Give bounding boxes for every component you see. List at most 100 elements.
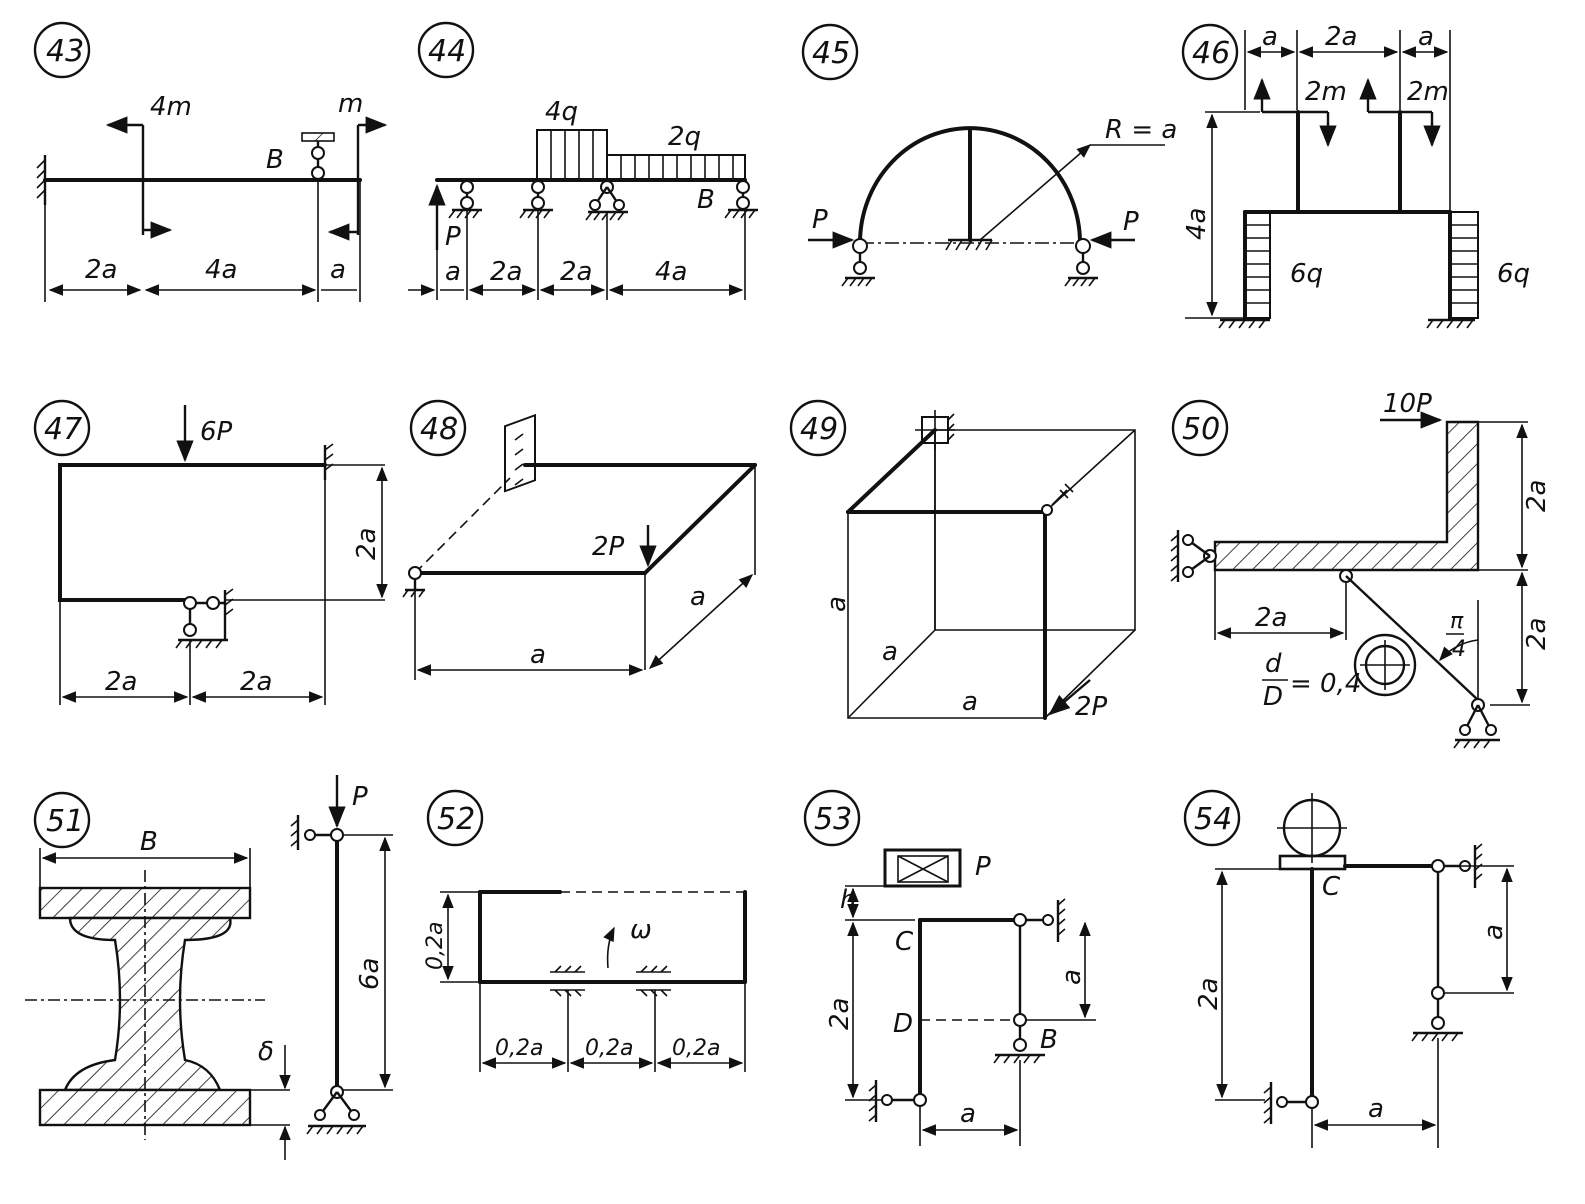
label-h: h	[840, 885, 856, 915]
l-bar	[1213, 420, 1480, 572]
label-delta: δ	[258, 1037, 274, 1067]
problem-number: 51	[46, 804, 84, 839]
label-4: 4	[1452, 637, 1466, 662]
dim-2a-left: 2a	[105, 667, 137, 697]
problem-54: 54 C a 2a a	[1183, 789, 1514, 1148]
label-P: P	[975, 852, 991, 882]
problem-number-circle	[426, 789, 484, 847]
label-2m-1: 2m	[1305, 77, 1347, 107]
label-P: P	[445, 222, 461, 252]
label-2q: 2q	[668, 122, 701, 152]
dim-a-depth: a	[690, 582, 706, 612]
problem-number-circle	[801, 23, 859, 81]
dim-2a-1: 2a	[490, 257, 522, 287]
problem-number-circle	[1181, 23, 1239, 81]
label-D: D	[893, 1009, 913, 1039]
problem-47: 47 6P 2a 2a 2a	[33, 399, 388, 705]
problem-number: 52	[437, 802, 475, 837]
label-P-left: P	[812, 205, 828, 235]
problem-50: 50 10P π 4 d D = 0,4 2a 2a	[1170, 389, 1552, 749]
dim-a-width: a	[962, 687, 978, 717]
label-C: C	[895, 927, 914, 957]
problem-number-circle	[33, 21, 91, 79]
label-P-right: P	[1123, 207, 1139, 237]
dim-0.2a-3: 0,2a	[672, 1036, 720, 1061]
problem-number-circle	[1183, 789, 1241, 847]
label-B: B	[697, 185, 715, 215]
problem-46: 46 a 2a a 2m 2m 4a 6q 6q	[1181, 22, 1530, 329]
dim-4a: 4a	[1182, 208, 1212, 240]
dim-B: B	[140, 827, 158, 857]
dim-a-right: a	[1057, 969, 1087, 985]
dim-2a-top: 2a	[1522, 480, 1552, 512]
label-C: C	[1322, 872, 1341, 902]
problem-number: 54	[1194, 802, 1232, 837]
dim-a-bottom: a	[1368, 1094, 1384, 1124]
dim-2a-2: 2a	[560, 257, 592, 287]
dim-a: a	[445, 257, 461, 287]
label-6P: 6P	[200, 417, 233, 447]
problem-number-circle	[1171, 399, 1229, 457]
problem-45: 45 R = a P P	[801, 23, 1177, 287]
label-D: D	[1263, 682, 1283, 712]
dim-0.2a-vertical: 0,2a	[423, 922, 448, 970]
problem-number: 45	[812, 36, 850, 71]
problem-51: 51 B δ P 6a	[25, 775, 393, 1160]
problem-52: 52 ω 0,2a 0,2a 0,2a 0,2a	[423, 789, 747, 1072]
label-6q-left: 6q	[1290, 259, 1323, 289]
dim-4a: 4a	[655, 257, 687, 287]
problem-number: 49	[800, 412, 838, 447]
dim-a-left: a	[1262, 22, 1278, 52]
problem-48: 48 2P a a	[402, 399, 757, 680]
label-B: B	[266, 145, 284, 175]
dim-2a-right: 2a	[240, 667, 272, 697]
dim-2a: 2a	[825, 998, 855, 1030]
label-ratio: = 0,4	[1290, 669, 1361, 699]
label-B: B	[1040, 1025, 1058, 1055]
dim-a-bottom: a	[530, 640, 546, 670]
problem-number-circle	[33, 791, 91, 849]
dim-2a-vertical: 2a	[352, 528, 382, 560]
problem-number-circle	[803, 789, 861, 847]
frame	[58, 463, 327, 602]
problem-44: 44 4q 2q P B	[408, 21, 758, 300]
dim-a-right: a	[1479, 924, 1509, 940]
problem-number-circle	[33, 399, 91, 457]
dim-a-bottom: a	[960, 1099, 976, 1129]
dim-a-depth: a	[882, 637, 898, 667]
label-4q: 4q	[545, 97, 578, 127]
problem-number: 48	[420, 412, 458, 447]
label-pi: π	[1450, 609, 1464, 634]
dim-6a: 6a	[355, 958, 385, 990]
dim-2a-bottom: 2a	[1255, 603, 1287, 633]
problem-number: 44	[428, 34, 466, 69]
problem-number: 43	[46, 34, 84, 69]
label-4m: 4m	[150, 92, 192, 122]
label-P: P	[352, 782, 368, 812]
dim-4a: 4a	[205, 255, 237, 285]
problem-number-circle	[409, 399, 467, 457]
dim-2a: 2a	[85, 255, 117, 285]
label-radius: R = a	[1105, 115, 1177, 145]
label-m: m	[338, 89, 363, 119]
label-2P: 2P	[592, 532, 625, 562]
problem-number: 47	[44, 412, 82, 447]
problem-number: 50	[1182, 412, 1220, 447]
problem-number: 46	[1192, 36, 1230, 71]
dim-2a-right: 2a	[1522, 618, 1552, 650]
dim-a-height: a	[822, 596, 852, 612]
problem-number-circle	[417, 21, 475, 79]
problem-number-circle	[789, 399, 847, 457]
dim-a: a	[330, 255, 346, 285]
dim-2a: 2a	[1194, 978, 1224, 1010]
dim-2a: 2a	[1325, 22, 1357, 52]
problem-43: 43 4m m B 2a 4a a	[33, 21, 388, 302]
problem-49: 49 a a a 2P	[789, 399, 1136, 722]
label-2m-2: 2m	[1407, 77, 1449, 107]
label-10P: 10P	[1383, 389, 1432, 419]
label-6q-right: 6q	[1497, 259, 1530, 289]
label-d: d	[1265, 649, 1282, 679]
dim-a-right: a	[1418, 22, 1434, 52]
problem-number: 53	[814, 802, 852, 837]
label-2P: 2P	[1075, 692, 1108, 722]
